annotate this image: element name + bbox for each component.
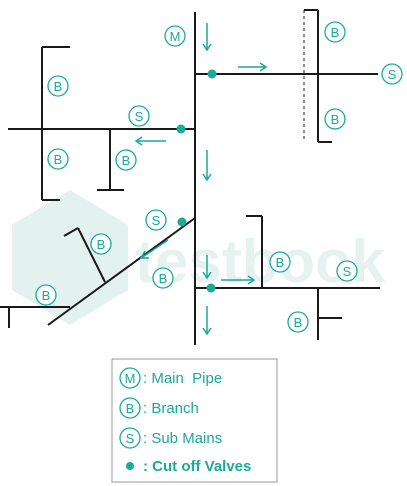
marker-main: M [164,25,186,47]
legend-item-branch: B : Branch [119,397,199,419]
marker-branch: B [152,267,174,289]
arrow-down-icon [202,306,212,336]
watermark: testbook [12,190,386,325]
legend-label-cut-off-valves: : Cut off Valves [143,458,251,475]
svg-text:S: S [152,213,161,228]
svg-text:B: B [276,255,285,270]
sub-main-top-right [195,9,378,143]
svg-text:B: B [159,271,168,286]
svg-text:B: B [54,152,63,167]
svg-text:S: S [135,109,144,124]
arrow-down-icon [202,255,212,280]
main-flow-arrows [202,23,212,336]
valve-dot [176,124,186,134]
diagram-markers: M B S B B S B B S B B B S B B [35,21,403,333]
svg-text:B: B [126,401,135,416]
svg-text:B: B [294,315,303,330]
marker-sub-main: S [381,63,403,85]
svg-text:S: S [126,431,135,446]
svg-text:B: B [122,153,131,168]
svg-text:S: S [343,264,352,279]
svg-text:B: B [331,112,340,127]
legend-item-main-pipe: M : Main Pipe [119,367,222,389]
marker-branch: B [115,149,137,171]
valve-dot [177,217,187,227]
marker-branch: B [90,233,112,255]
valve-dot-icon [126,462,134,470]
arrow-right-icon [238,62,268,72]
marker-sub-main: S [336,260,358,282]
marker-branch: B [269,251,291,273]
marker-branch: B [324,108,346,130]
arrow-down-icon [202,150,212,182]
legend-label-sub-mains: : Sub Mains [143,430,222,447]
arrow-right-icon [221,275,256,285]
valve-dot [207,69,217,79]
legend-item-cut-off-valves: : Cut off Valves [126,458,251,475]
marker-sub-main: S [145,209,167,231]
sub-main-bottom-right [195,215,380,340]
marker-branch: B [35,284,57,306]
arrow-left-icon [134,136,166,146]
marker-branch: B [47,75,69,97]
arrow-down-icon [202,23,212,52]
svg-text:M: M [170,29,181,44]
svg-text:M: M [125,371,136,386]
marker-branch: B [324,21,346,43]
legend-label-branch: : Branch [143,400,199,417]
legend: M : Main Pipe B : Branch S : Sub Mains :… [111,358,278,483]
svg-text:S: S [388,67,397,82]
cut-off-valves [176,69,217,293]
svg-text:B: B [42,288,51,303]
legend-item-sub-mains: S : Sub Mains [119,427,222,449]
svg-text:B: B [54,79,63,94]
sub-main-diagonal [0,217,196,328]
marker-branch: B [287,311,309,333]
watermark-logo [12,190,128,325]
marker-sub-main: S [128,105,150,127]
svg-text:B: B [331,25,340,40]
arrow-down-left-icon [139,239,169,259]
valve-dot [206,283,216,293]
svg-text:B: B [97,237,106,252]
legend-label-main-pipe: : Main Pipe [143,370,222,387]
sub-main-top-left [8,46,195,201]
marker-branch: B [47,148,69,170]
